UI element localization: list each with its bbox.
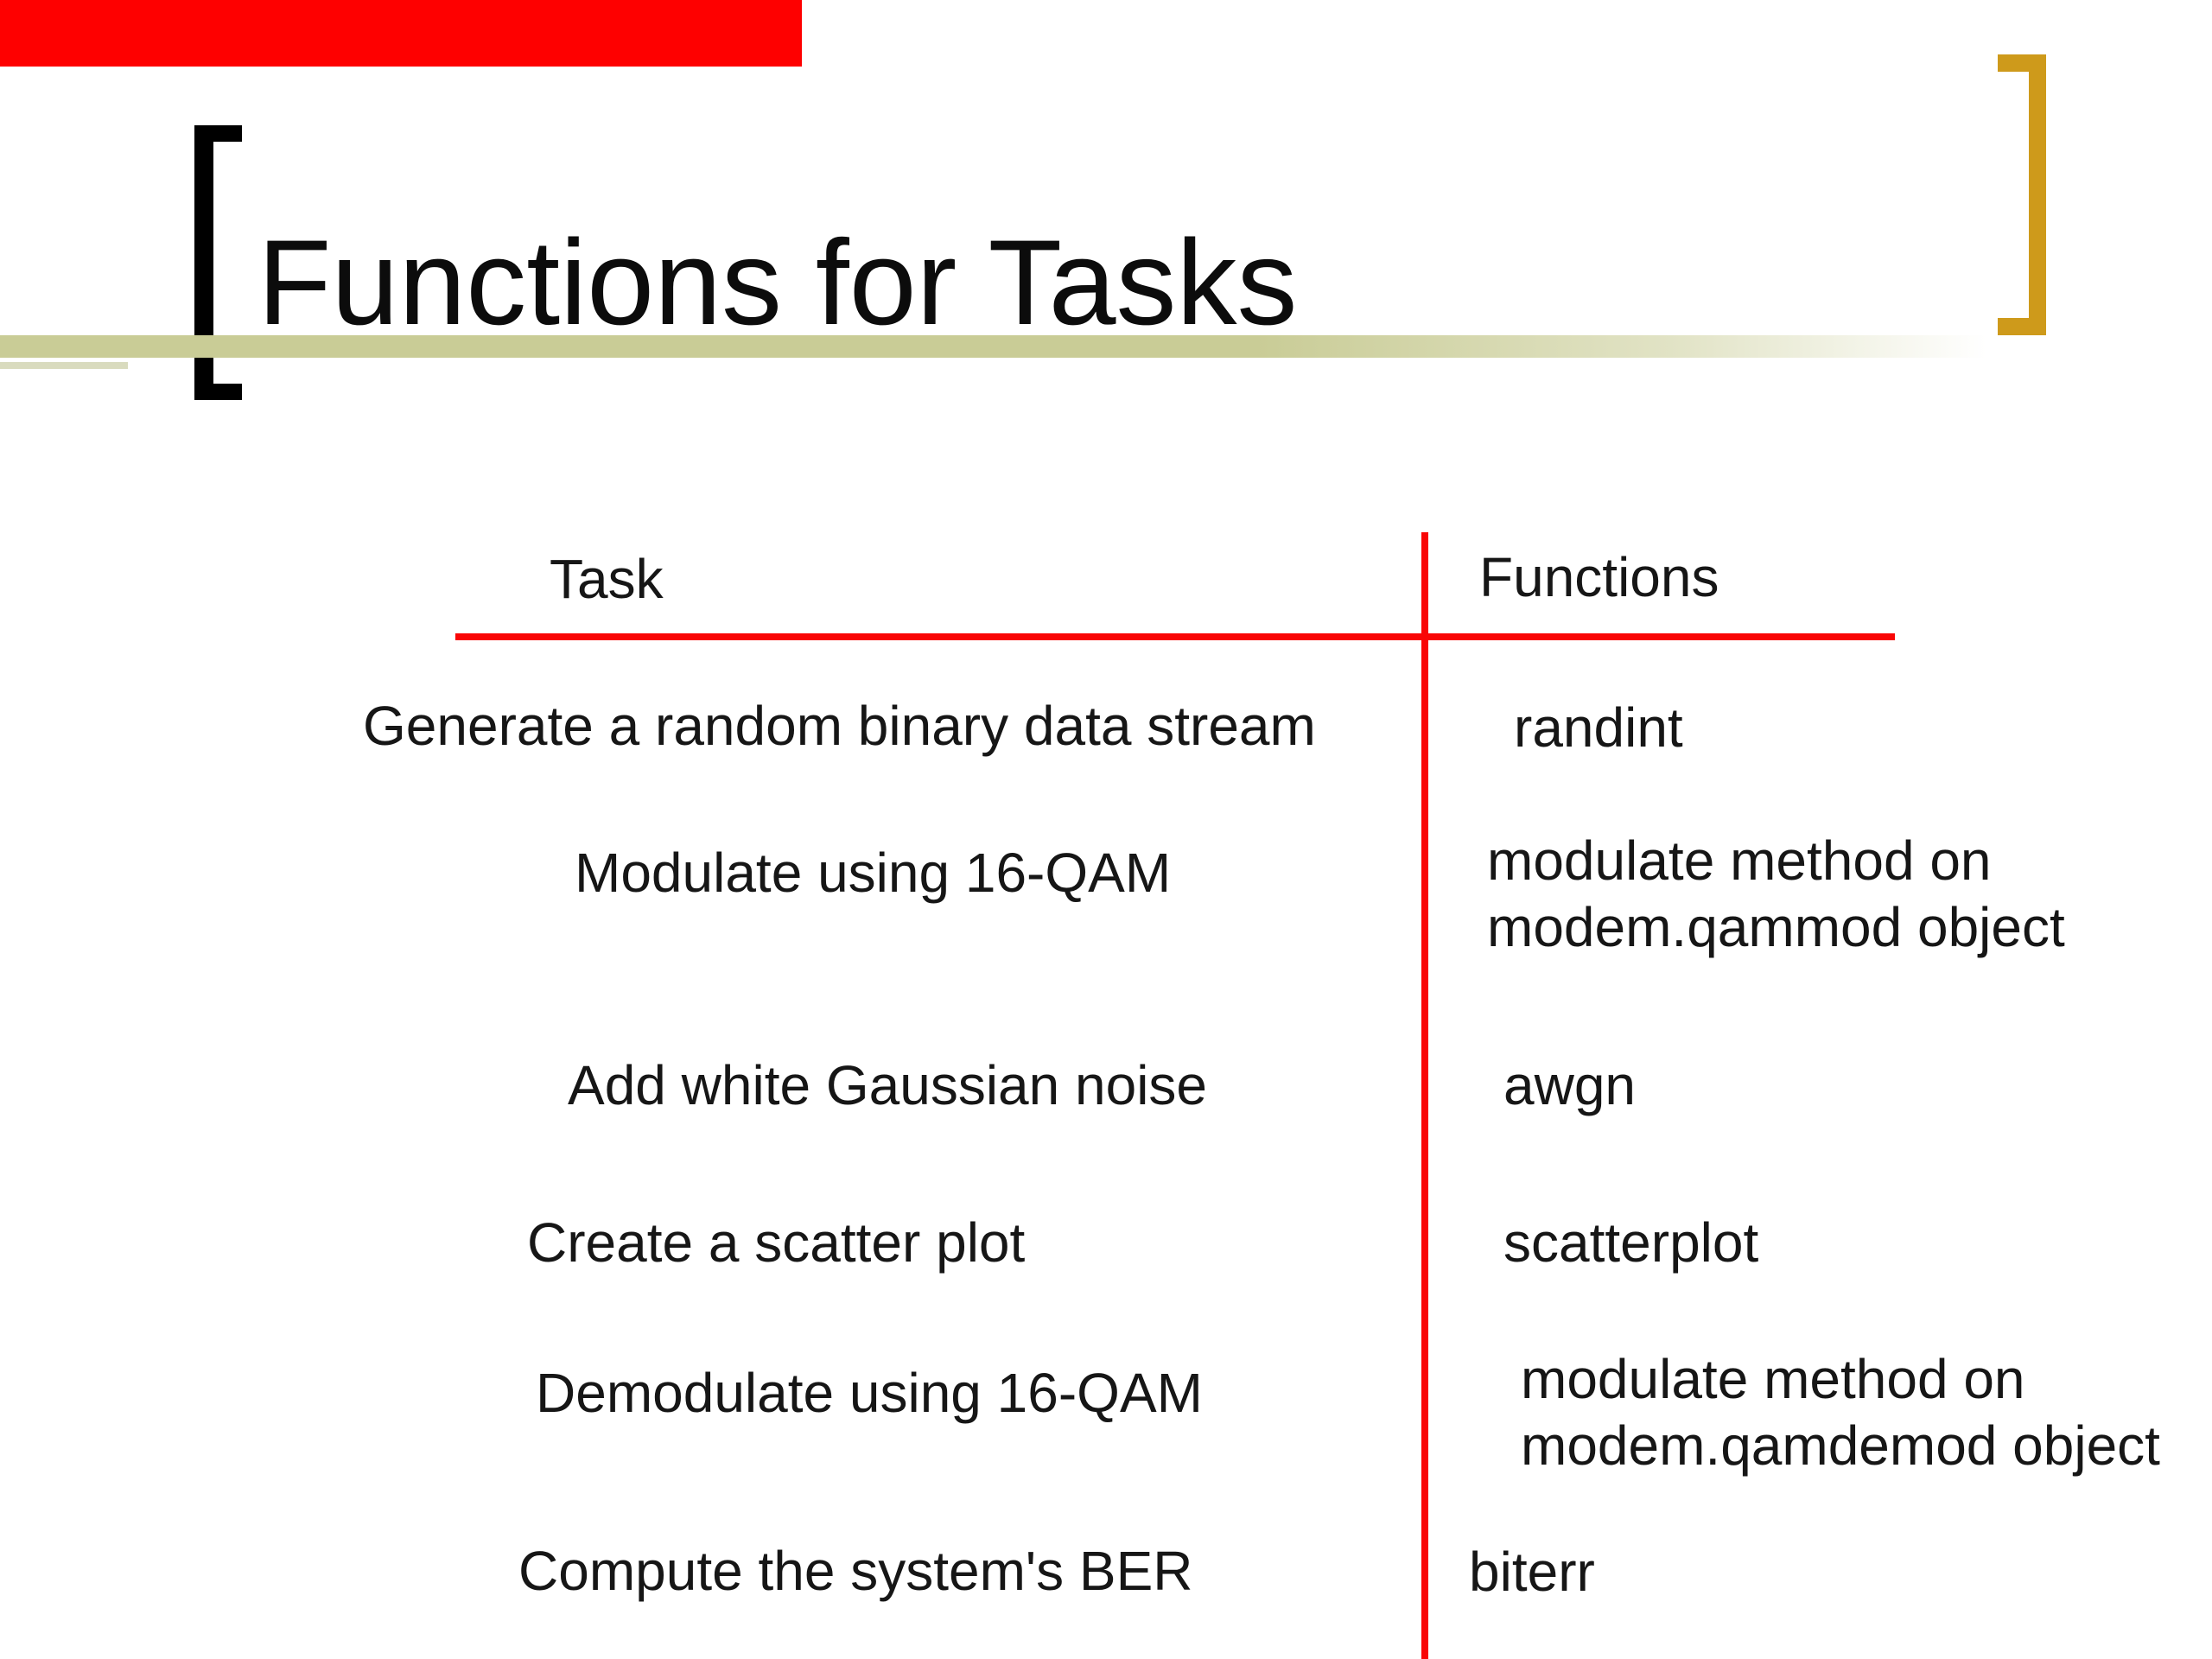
right-gold-bracket-decoration	[1998, 54, 2046, 335]
table-row-task: Compute the system's BER	[518, 1540, 1193, 1602]
title-underline-band-fragment	[0, 362, 128, 369]
table-row-task: Modulate using 16-QAM	[575, 842, 1172, 904]
function-line: modem.qammod object	[1487, 896, 2065, 958]
table-row-function: modulate method on modem.qammod object	[1487, 828, 2065, 961]
table-row-function: scatterplot	[1503, 1211, 1759, 1274]
function-line: modulate method on	[1521, 1348, 2025, 1410]
table-row-function: awgn	[1503, 1054, 1636, 1116]
column-header-task: Task	[550, 548, 664, 610]
function-line: modem.qamdemod object	[1521, 1414, 2160, 1477]
table-row-task: Demodulate using 16-QAM	[536, 1362, 1203, 1424]
left-bracket-decoration	[194, 125, 242, 400]
table-row-task: Generate a random binary data stream	[363, 695, 1316, 757]
table-header-rule	[455, 633, 1895, 640]
page-title: Functions for Tasks	[257, 214, 1298, 350]
title-underline-band	[0, 335, 2091, 358]
table-row-function: biterr	[1469, 1541, 1595, 1603]
function-line: modulate method on	[1487, 830, 1992, 892]
table-row-task: Add white Gaussian noise	[568, 1054, 1207, 1116]
column-header-functions: Functions	[1479, 546, 1719, 608]
table-row-task: Create a scatter plot	[527, 1211, 1026, 1274]
table-row-function: randint	[1514, 696, 1683, 759]
table-row-function: modulate method on modem.qamdemod object	[1521, 1346, 2160, 1479]
table-column-divider	[1421, 532, 1428, 1659]
top-red-banner	[0, 0, 802, 67]
